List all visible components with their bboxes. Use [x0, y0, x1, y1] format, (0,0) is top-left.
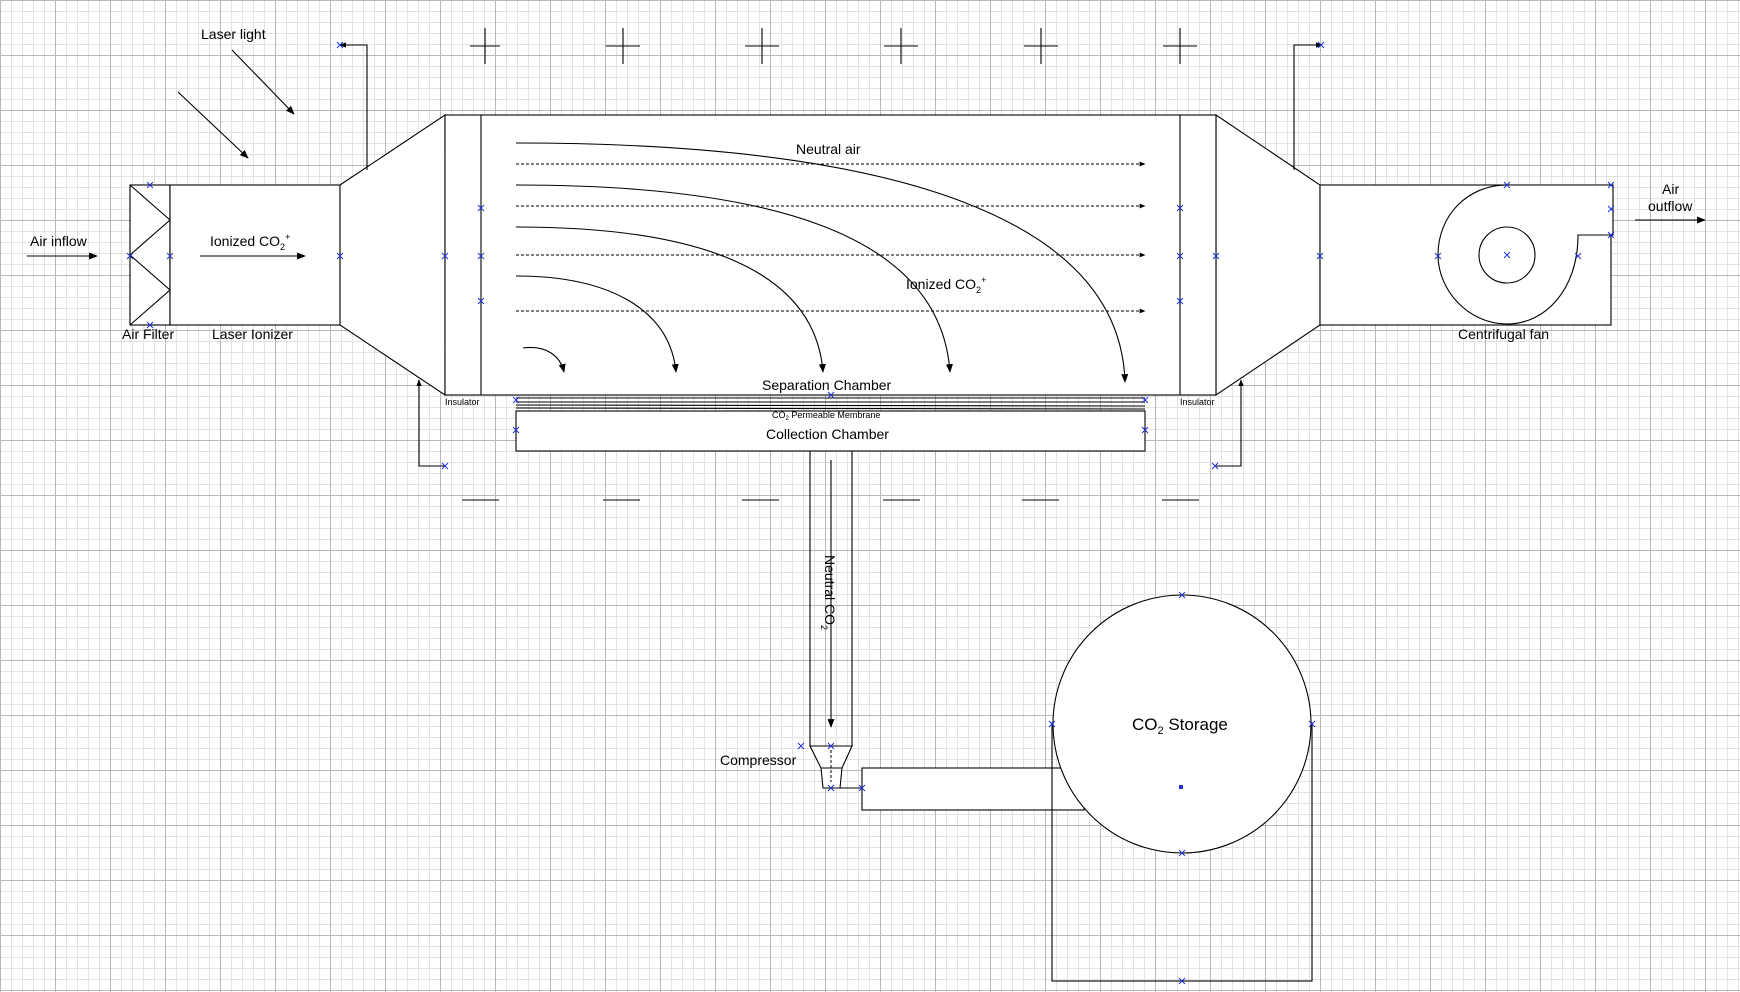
air-filter: [129, 184, 171, 326]
storage-sub: 2: [1158, 725, 1164, 737]
plus-electrode: [1163, 28, 1197, 64]
insulator-right-label: Insulator: [1180, 397, 1215, 407]
ionizer-ionized-co2-label: Ionized CO2+: [210, 232, 290, 252]
main-ionized-co2-sup: +: [981, 275, 986, 285]
positive-electrodes: [470, 28, 1197, 64]
plus-electrode: [745, 28, 779, 64]
plus-electrode: [606, 28, 640, 64]
outlet-cone: [1215, 113, 1321, 397]
collection-chamber-label: Collection Chamber: [766, 426, 889, 442]
neutral-co2-pipe: [809, 451, 853, 746]
air-outflow-label-line1: Air: [1662, 181, 1679, 197]
neutral-co2-label: Neutral CO2: [819, 555, 838, 630]
air-inflow-label: Air inflow: [30, 233, 88, 249]
electrode-wires: [339, 42, 1323, 467]
storage-label: CO2 Storage: [1132, 715, 1228, 737]
selection-handles: [126, 41, 1615, 985]
membrane-sub: 2: [786, 416, 790, 422]
compressor-label: Compressor: [720, 752, 797, 768]
air-filter-label: Air Filter: [122, 326, 174, 342]
membrane-co-text: CO: [772, 410, 786, 420]
centrifugal-fan: [1437, 184, 1614, 325]
ionizer-ionized-co2-sub: 2: [280, 242, 285, 252]
storage-co-text: CO: [1132, 715, 1158, 734]
membrane-label: CO2 Permeable Membrane: [772, 410, 880, 422]
laser-ionizer: [169, 184, 341, 326]
centrifugal-fan-label: Centrifugal fan: [1458, 326, 1549, 342]
ionized-co2-trajectories: [515, 142, 1129, 383]
main-ionized-co2-text: Ionized CO: [906, 276, 976, 292]
separation-chamber: [444, 114, 1217, 396]
plus-electrode: [884, 28, 918, 64]
separation-chamber-label: Separation Chamber: [762, 377, 892, 393]
main-ionized-co2-sub: 2: [976, 285, 981, 295]
compressor: [809, 745, 853, 789]
plus-electrode: [1024, 28, 1058, 64]
inlet-cone: [339, 113, 446, 397]
laser-light-label: Laser light: [201, 26, 266, 42]
neutral-co2-text: Neutral CO: [822, 555, 838, 625]
plus-electrode: [470, 28, 500, 64]
membrane-rest-text: Permeable Membrane: [789, 410, 881, 420]
storage-pipe: [840, 767, 1085, 811]
storage-rest-text: Storage: [1164, 715, 1228, 734]
laser-ionizer-label: Laser Ionizer: [212, 326, 293, 342]
collection-chamber: [515, 410, 1146, 452]
ionizer-ionized-co2-text: Ionized CO: [210, 233, 280, 249]
air-outflow-label-line2: outflow: [1648, 198, 1693, 214]
neutral-co2-sub: 2: [819, 625, 829, 630]
insulator-left-label: Insulator: [445, 397, 480, 407]
neutral-air-label: Neutral air: [796, 141, 861, 157]
laser-light-arrows: [177, 49, 295, 159]
ionizer-ionized-co2-sup: +: [285, 232, 290, 242]
main-ionized-co2-label: Ionized CO2+: [906, 275, 986, 295]
